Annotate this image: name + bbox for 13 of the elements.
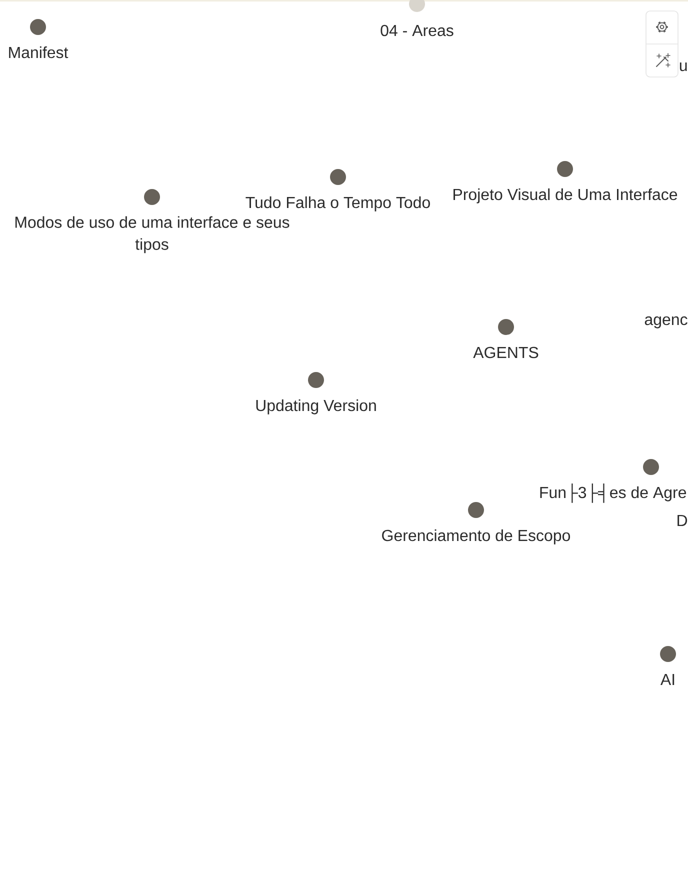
node-label: AI: [660, 674, 674, 685]
node-label: Updating Version: [256, 399, 376, 414]
node-label: D: [678, 515, 688, 526]
node-label: 04 - Areas: [380, 24, 454, 36]
node-label: u: [680, 62, 687, 72]
node-label: Projeto Visual de Uma Interface: [454, 188, 678, 204]
node-label: Modos de uso de uma interface e seus tipos: [15, 216, 290, 254]
node-label: AGENTS: [473, 346, 538, 358]
node-label: agenc: [644, 316, 688, 328]
node-label: Manifest: [9, 46, 68, 58]
node-label: Gerenciamento de Escopo: [382, 529, 570, 544]
node-label: Fun├3├╡es de Agre: [540, 483, 686, 503]
node-label: Tudo Falha o Tempo Todo: [246, 196, 430, 212]
